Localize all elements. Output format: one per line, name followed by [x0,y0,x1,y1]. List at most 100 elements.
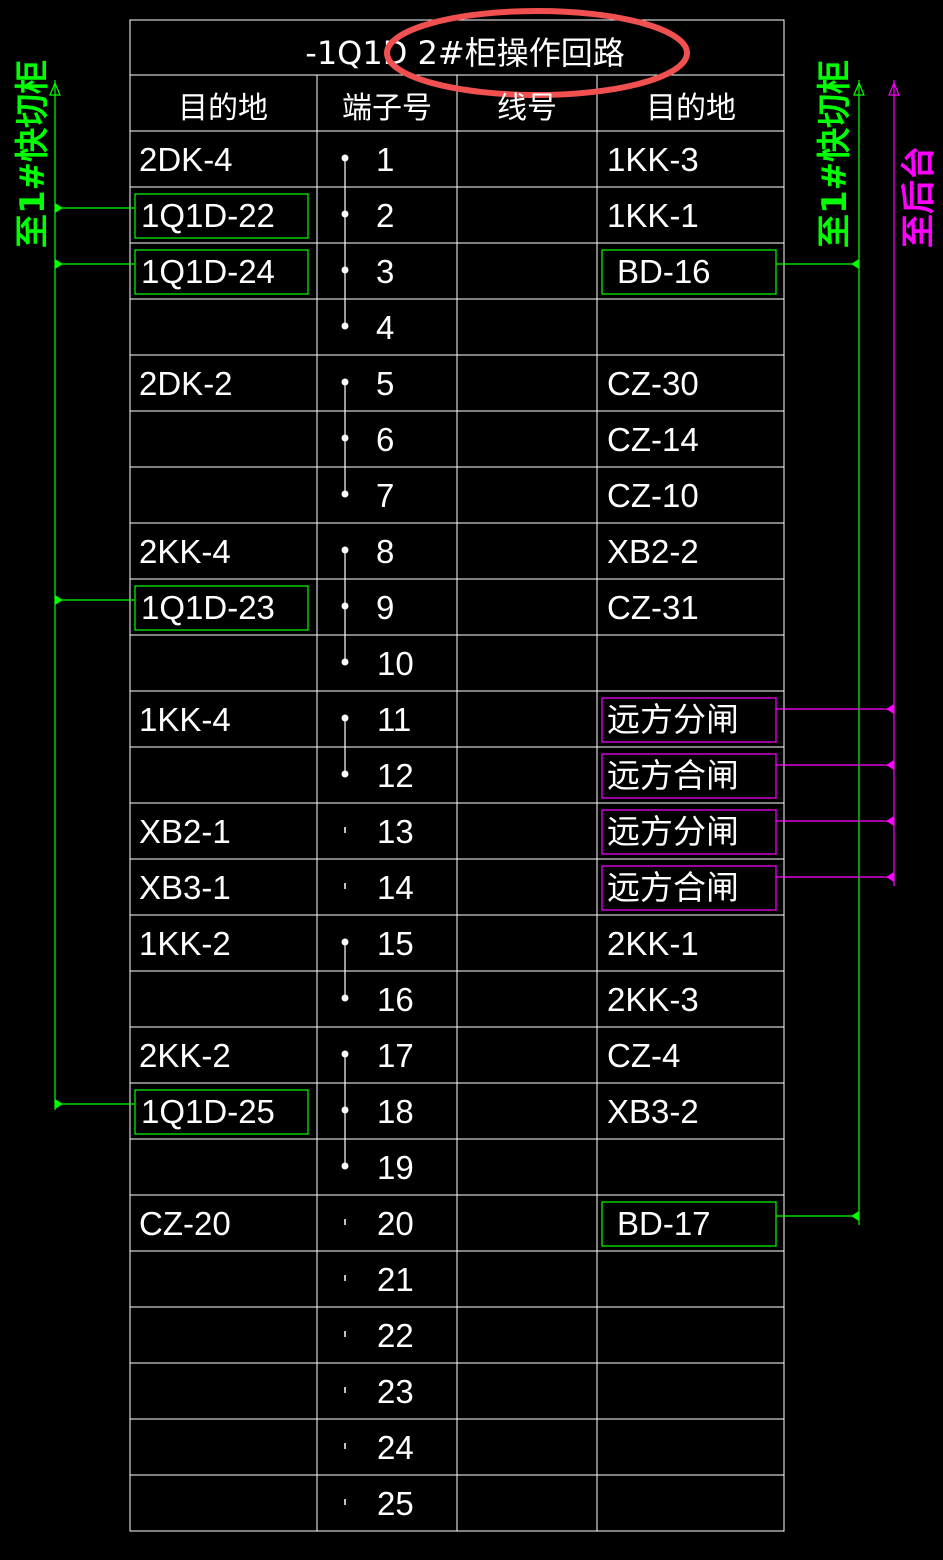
left-destination: 1KK-4 [139,701,231,738]
terminal-number: 8 [376,533,394,570]
magenta-bus-arrow-icon [888,81,900,96]
table-row: 1Q1D-24 3 BD-16 [134,249,777,295]
branch-arrow-icon [55,259,63,269]
header-destination-left: 目的地 [178,91,268,126]
left-destination-box [134,1089,309,1135]
right-destination: CZ-30 [607,365,699,402]
table-row: 1KK-2 15 2KK-1 [139,925,699,962]
table-row: 10 [341,645,414,682]
left-destination: XB2-1 [139,813,231,850]
right-destination: 远方合闸 [607,869,739,906]
terminal-number: 21 [377,1261,414,1298]
side-label-right-green: 至1#快切柜 [815,60,855,248]
table-grid [129,19,785,1532]
table-row: 25 [344,1485,414,1522]
right-destination-box [601,865,777,911]
terminal-number: 12 [377,757,414,794]
terminal-number: 10 [377,645,414,682]
terminal-number: 15 [377,925,414,962]
terminal-number: 7 [376,477,394,514]
right-destination: 2KK-1 [607,925,699,962]
branch-arrow-icon [886,872,894,882]
header-destination-right: 目的地 [646,91,736,126]
right-destination: BD-17 [617,1205,711,1242]
table-row: 24 [344,1429,414,1466]
terminal-number: 24 [377,1429,414,1466]
left-destination: 1Q1D-22 [141,197,275,234]
left-destination-box [134,585,309,631]
table-row: 2KK-2 17 CZ-4 [139,1037,680,1074]
table-row: 19 [341,1149,414,1186]
left-destination: XB3-1 [139,869,231,906]
terminal-number: 3 [376,253,394,290]
left-destination: CZ-20 [139,1205,231,1242]
header-terminal-number: 端子号 [342,91,432,126]
right-destination: XB2-2 [607,533,699,570]
terminal-number: 2 [376,197,394,234]
right-destination: CZ-31 [607,589,699,626]
branch-arrow-icon [886,760,894,770]
terminal-number: 18 [377,1093,414,1130]
right-destination: 1KK-3 [607,141,699,178]
table-row: 16 2KK-3 [341,981,699,1018]
right-destination: 1KK-1 [607,197,699,234]
left-destination: 1Q1D-25 [141,1093,275,1130]
right-destination-box [601,697,777,743]
right-destination-box [601,753,777,799]
right-destination: CZ-14 [607,421,699,458]
right-destination: BD-16 [617,253,711,290]
terminal-number: 1 [376,141,394,178]
right-destination: CZ-10 [607,477,699,514]
terminal-number: 22 [377,1317,414,1354]
table-row: 12 远方合闸 [341,753,777,799]
side-label-left: 至1#快切柜 [13,60,53,248]
right-destination-box [601,1201,777,1247]
table-row: 22 [344,1317,414,1354]
right-destination: 2KK-3 [607,981,699,1018]
terminal-number: 17 [377,1037,414,1074]
table-title: -1Q1D 2#柜操作回路 [305,34,624,72]
left-destination: 2DK-4 [139,141,233,178]
header-wire-number: 线号 [497,91,557,126]
left-bus-arrow-icon [49,81,61,96]
branch-arrow-icon [851,1211,859,1221]
right-destination: CZ-4 [607,1037,680,1074]
table-row: 21 [344,1261,414,1298]
highlight-ellipse [384,8,690,98]
table-row: 2KK-4 8 XB2-2 [139,533,699,570]
left-destination: 2KK-2 [139,1037,231,1074]
side-label-right-magenta: 至后台 [899,146,939,248]
terminal-number: 25 [377,1485,414,1522]
left-destination: 1Q1D-24 [141,253,275,290]
table-row: 1Q1D-25 18 XB3-2 [134,1089,699,1135]
table-row: 23 [344,1373,414,1410]
right-bus-arrow-icon [853,81,865,96]
right-destination: XB3-2 [607,1093,699,1130]
terminal-number: 20 [377,1205,414,1242]
terminal-number: 16 [377,981,414,1018]
terminal-number: 6 [376,421,394,458]
table-row: CZ-20 20 BD-17 [139,1201,777,1247]
branch-arrow-icon [55,1099,63,1109]
terminal-number: 9 [376,589,394,626]
table-row: 6 CZ-14 [341,421,699,458]
branch-arrow-icon [851,259,859,269]
right-destination: 远方合闸 [607,757,739,794]
table-row: 4 [341,309,394,346]
left-destination: 2KK-4 [139,533,231,570]
branch-arrow-icon [886,816,894,826]
table-row: 1Q1D-22 2 1KK-1 [134,193,699,239]
branch-arrow-icon [55,203,63,213]
right-destination-box [601,249,777,295]
branch-arrow-icon [55,595,63,605]
wiring-lines [49,80,900,1225]
terminal-number: 19 [377,1149,414,1186]
table-row: 2DK-4 1 1KK-3 [139,141,699,178]
table-rows: 2DK-4 1 1KK-3 1Q1D-22 2 1KK-1 1Q1D-24 3 BD-16 4 2D… [134,141,777,1522]
left-destination: 1KK-2 [139,925,231,962]
